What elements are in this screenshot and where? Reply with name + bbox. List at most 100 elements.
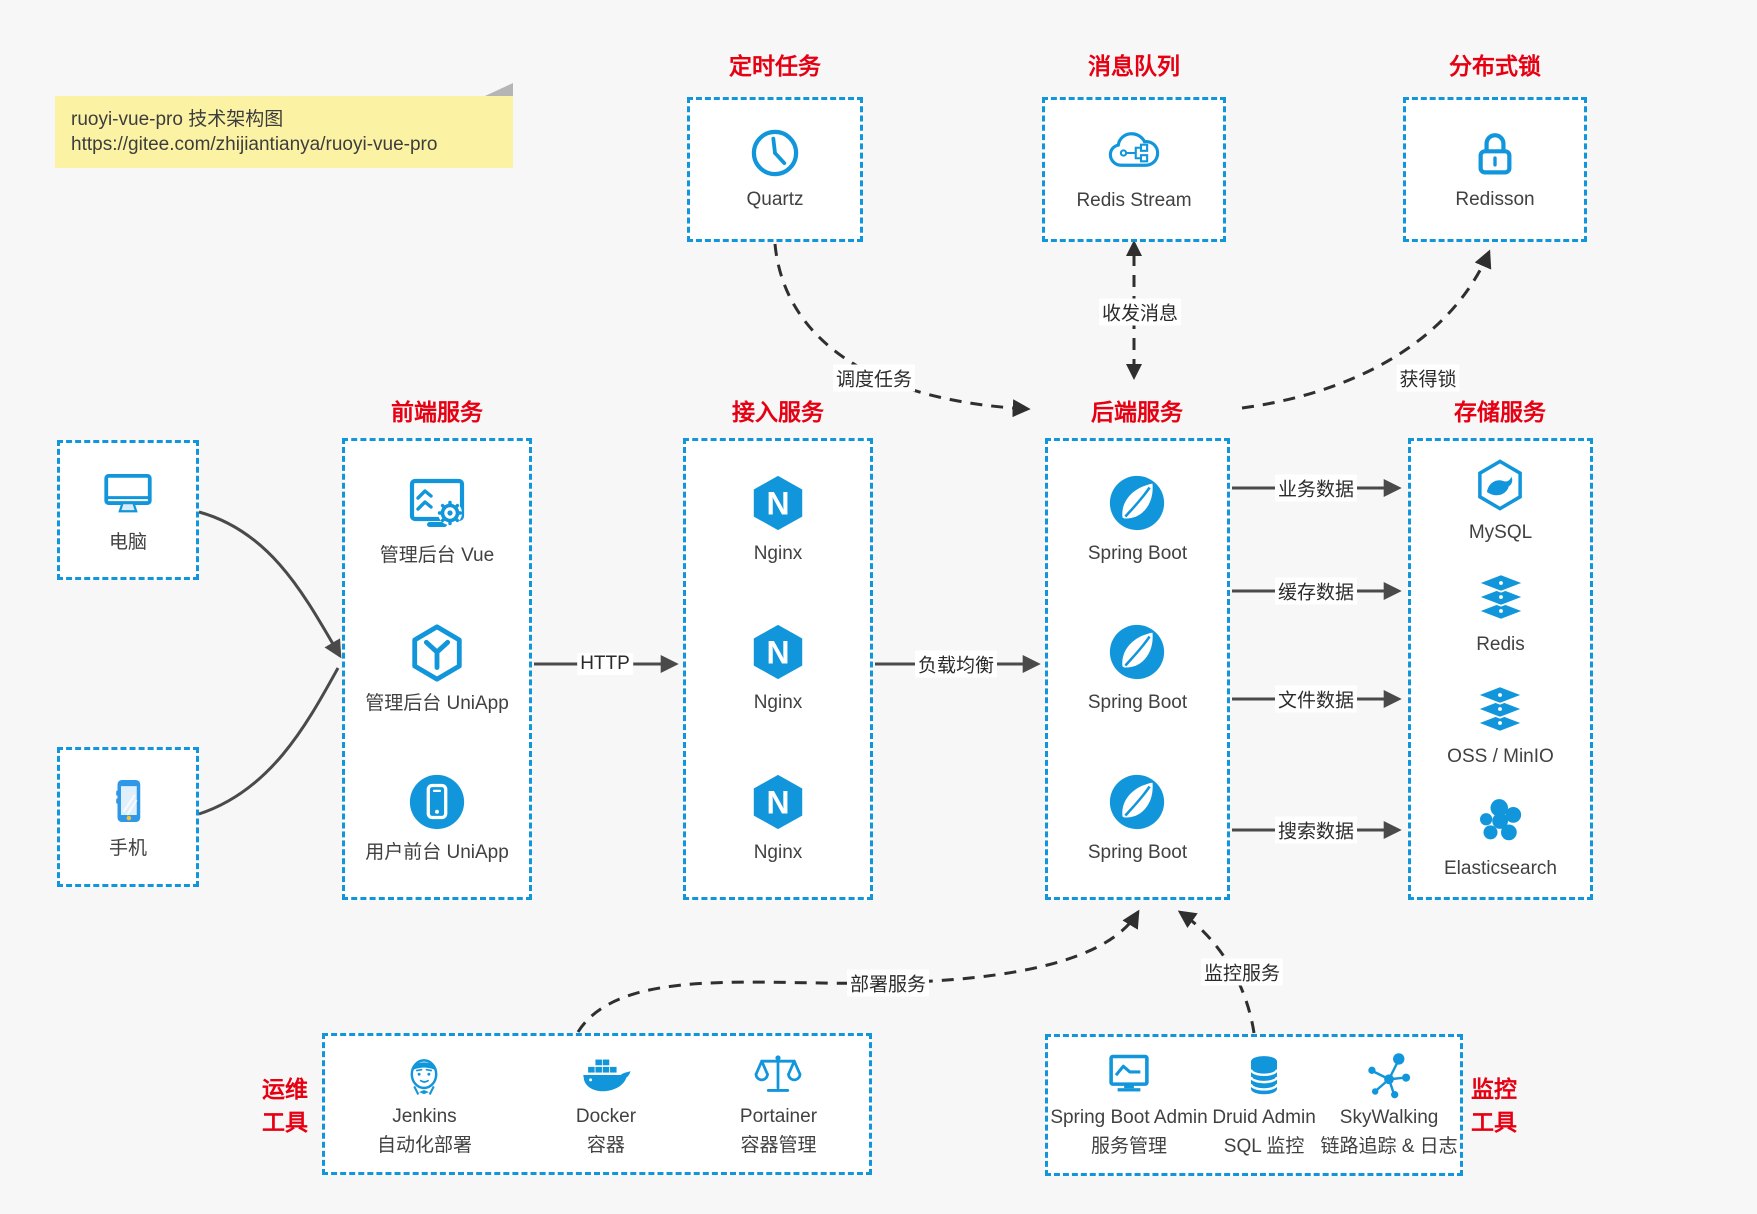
node-sublabel: 链路追踪 & 日志 — [1320, 1136, 1458, 1157]
node-quartz: Quartz — [687, 97, 863, 242]
node-admin-uniapp: 管理后台 UniApp — [365, 622, 509, 717]
node-label: Spring Boot — [1087, 841, 1188, 863]
node-nginx-3: N Nginx — [747, 771, 809, 866]
column-title-gateway: 接入服务 — [732, 399, 824, 425]
group-title-ops: 运维 工具 — [262, 1076, 308, 1135]
node-label: Spring Boot — [1087, 692, 1188, 714]
group-title-lock: 分布式锁 — [1449, 53, 1541, 79]
node-label: Nginx — [753, 543, 803, 565]
node-mysql: MySQL — [1469, 457, 1532, 546]
node-label: Elasticsearch — [1444, 857, 1557, 879]
column-gateway: N Nginx N Nginx N Nginx — [683, 438, 873, 900]
nginx-icon: N — [753, 476, 803, 531]
node-redisson: Redisson — [1403, 97, 1587, 242]
lock-icon — [1478, 133, 1512, 175]
computer-icon — [104, 473, 152, 512]
nginx-icon: N — [753, 774, 803, 829]
column-title-storage: 存储服务 — [1454, 399, 1546, 425]
skywalking-icon — [1368, 1053, 1411, 1099]
node-user-uniapp: 用户前台 UniApp — [365, 771, 509, 866]
note-title: ruoyi-vue-pro 技术架构图 — [71, 109, 284, 130]
node-nginx-2: N Nginx — [747, 621, 809, 716]
docker-icon — [583, 1059, 631, 1092]
svg-text:N: N — [766, 486, 789, 522]
arrow-phone-to-frontend — [198, 667, 340, 816]
node-oss-minio: OSS / MinIO — [1447, 681, 1554, 770]
arrow-computer-to-frontend — [198, 510, 342, 659]
node-jenkins: Jenkins 自动化部署 — [377, 1049, 472, 1159]
edge-label-acquire-lock: 获得锁 — [1396, 364, 1460, 392]
node-redis: Redis — [1473, 569, 1529, 658]
node-label: Portainer — [739, 1106, 818, 1127]
druid-icon — [1249, 1056, 1279, 1095]
group-title-scheduler: 定时任务 — [729, 53, 821, 79]
nginx-icon: N — [753, 625, 803, 680]
column-frontend: 管理后台 Vue 管理后台 UniApp 用户前台 UniApp — [342, 438, 532, 900]
node-label: Druid Admin — [1212, 1107, 1316, 1128]
admin-vue-icon — [409, 478, 465, 527]
node-sublabel: 容器管理 — [740, 1135, 817, 1156]
edge-label-messaging: 收发消息 — [1098, 298, 1182, 326]
node-portainer: Portainer 容器管理 — [740, 1049, 817, 1159]
cloud-stream-icon — [1108, 132, 1160, 167]
uniapp-hexagon-icon — [412, 624, 462, 683]
portainer-icon — [755, 1055, 802, 1092]
spring-boot-admin-icon — [1109, 1054, 1149, 1092]
uniapp-circle-icon — [409, 775, 465, 830]
node-label: Redis Stream — [1076, 190, 1192, 211]
node-phone: 手机 — [57, 747, 199, 887]
oss-stack-icon — [1475, 684, 1526, 733]
messaging-arrowhead-down — [1126, 364, 1142, 380]
client-label: 手机 — [108, 837, 147, 859]
node-label: 用户前台 UniApp — [365, 842, 509, 864]
edge-label-schedule: 调度任务 — [832, 364, 916, 392]
spring-icon — [1110, 476, 1165, 531]
edge-label-search-data: 搜索数据 — [1274, 816, 1358, 844]
node-sublabel: 服务管理 — [1090, 1136, 1167, 1157]
column-storage: MySQL Redis OSS / Mi — [1408, 438, 1593, 900]
group-monitoring-tools: Spring Boot Admin 服务管理 Druid Admin SQL 监… — [1045, 1034, 1463, 1176]
phone-icon — [116, 779, 141, 822]
node-label: Quartz — [746, 189, 804, 210]
column-title-backend: 后端服务 — [1091, 399, 1183, 425]
svg-text:N: N — [766, 784, 789, 820]
edge-label-cache-data: 缓存数据 — [1274, 577, 1358, 605]
spring-icon — [1110, 774, 1165, 829]
mysql-icon — [1478, 458, 1523, 511]
note-fold-corner — [485, 83, 513, 96]
edge-label-http: HTTP — [577, 653, 633, 675]
note-url: https://gitee.com/zhijiantianya/ruoyi-vu… — [71, 134, 438, 155]
edge-label-monitor: 监控服务 — [1200, 958, 1284, 986]
edge-label-load-balance: 负载均衡 — [914, 650, 998, 678]
elasticsearch-icon — [1479, 798, 1521, 840]
group-title-monitoring: 监控 工具 — [1471, 1076, 1517, 1135]
redis-stack-icon — [1475, 572, 1526, 621]
node-admin-vue: 管理后台 Vue — [380, 472, 494, 569]
edge-label-file-data: 文件数据 — [1274, 685, 1358, 713]
node-spring-boot-2: Spring Boot — [1088, 621, 1187, 716]
group-title-mq: 消息队列 — [1088, 53, 1180, 79]
node-sublabel: 自动化部署 — [376, 1135, 472, 1156]
node-label: Jenkins — [392, 1106, 457, 1127]
edge-label-deploy: 部署服务 — [846, 969, 930, 997]
jenkins-icon — [411, 1059, 438, 1095]
node-docker: Docker 容器 — [576, 1049, 636, 1159]
column-title-frontend: 前端服务 — [391, 399, 483, 425]
spring-icon — [1110, 625, 1165, 680]
node-computer: 电脑 — [57, 440, 199, 580]
node-label: 管理后台 UniApp — [365, 693, 509, 715]
clock-icon — [751, 129, 799, 177]
column-backend: Spring Boot Spring Boot Spring Boot — [1045, 438, 1230, 900]
node-label: MySQL — [1468, 521, 1533, 543]
node-druid-admin: Druid Admin SQL 监控 — [1212, 1050, 1316, 1160]
node-label: SkyWalking — [1339, 1107, 1439, 1128]
node-label: Spring Boot Admin — [1050, 1107, 1208, 1128]
node-label: 管理后台 Vue — [379, 544, 495, 566]
node-label: Nginx — [753, 692, 803, 714]
node-redis-stream: Redis Stream — [1042, 97, 1226, 242]
node-nginx-1: N Nginx — [747, 472, 809, 567]
node-sublabel: SQL 监控 — [1223, 1136, 1305, 1157]
node-label: Redisson — [1455, 189, 1535, 210]
node-elasticsearch: Elasticsearch — [1444, 793, 1557, 882]
